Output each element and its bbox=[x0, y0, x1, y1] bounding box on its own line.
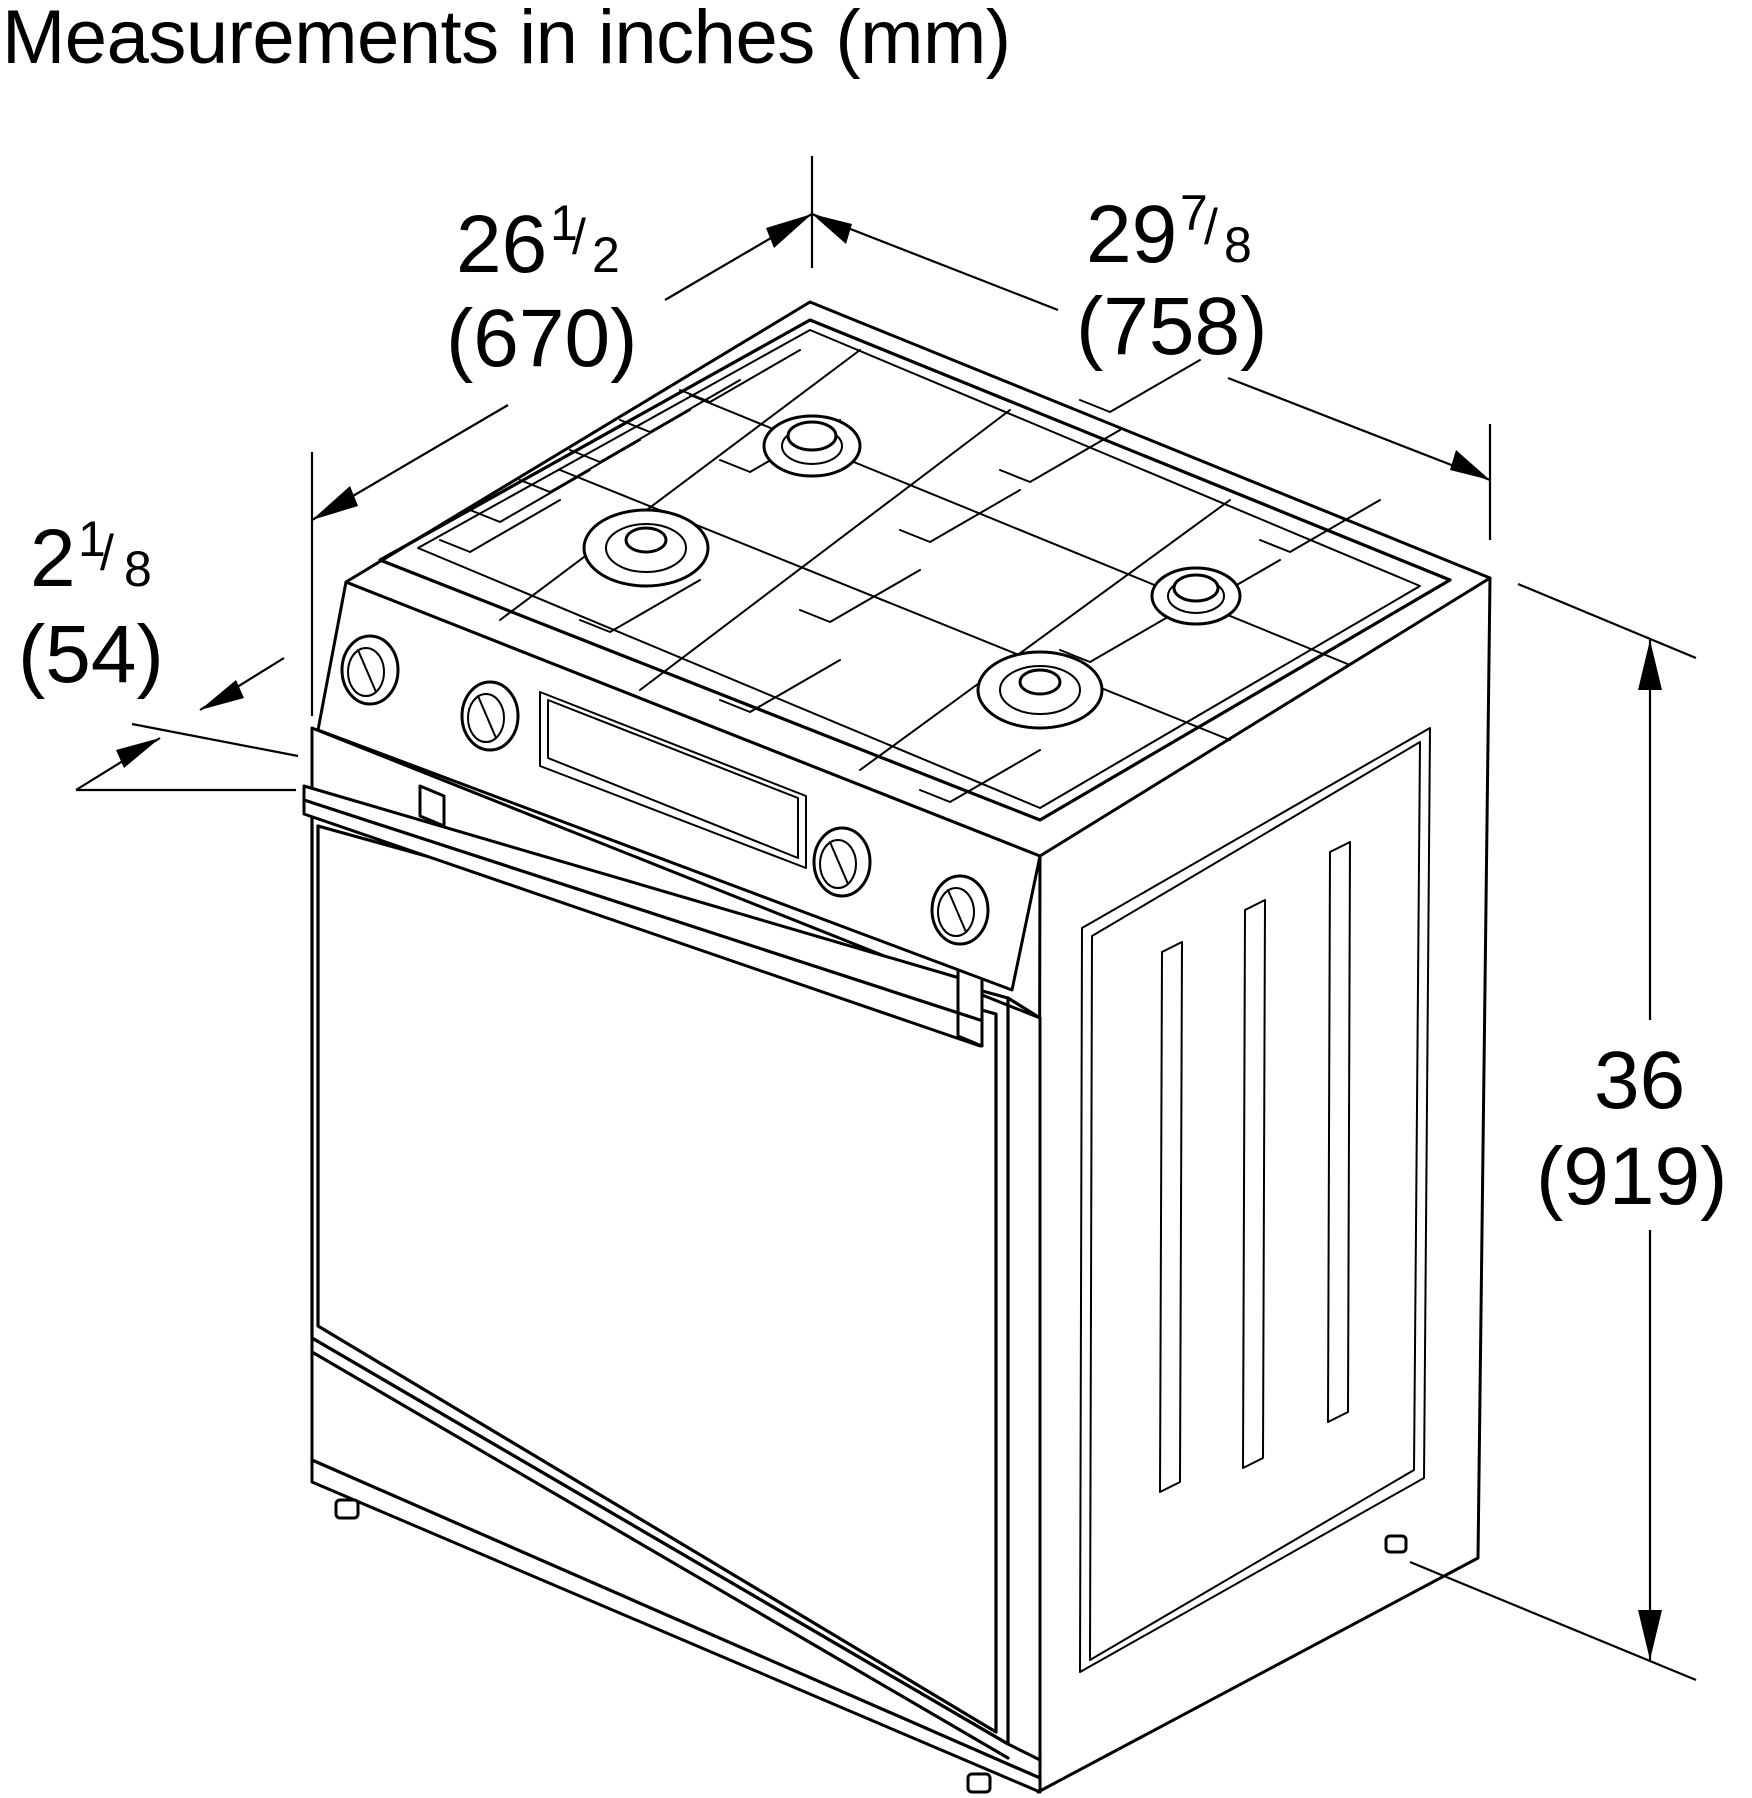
label-depth-slash: / bbox=[572, 209, 586, 265]
burner-back-left bbox=[762, 414, 862, 478]
burner-back-right bbox=[1150, 566, 1242, 626]
label-depth-whole: 26 bbox=[456, 199, 547, 290]
page-title: Measurements in inches (mm) bbox=[2, 0, 1011, 80]
dim-depth-arrow-left bbox=[312, 486, 358, 520]
dim-depth-line bbox=[310, 156, 814, 716]
control-display bbox=[539, 691, 807, 869]
label-width-mm: (758) bbox=[1076, 281, 1267, 372]
dim-width-line bbox=[811, 212, 1492, 540]
knob-3 bbox=[812, 826, 872, 898]
dim-offset-arrow-bottom bbox=[116, 738, 160, 768]
label-depth-mm: (670) bbox=[446, 293, 637, 384]
label-offset-mm: (54) bbox=[18, 609, 164, 700]
label-width-slash: / bbox=[1204, 199, 1218, 255]
cooktop bbox=[344, 300, 1492, 858]
label-width-num: 7 bbox=[1180, 185, 1208, 241]
label-depth: 26 1 / 2 (670) bbox=[446, 195, 637, 384]
label-depth-den: 2 bbox=[592, 227, 620, 283]
dim-width-arrow-left bbox=[812, 214, 852, 244]
label-height: 36 (919) bbox=[1536, 1035, 1727, 1222]
foot-back-right bbox=[1384, 1534, 1408, 1554]
foot-front-left bbox=[334, 1498, 360, 1520]
label-offset-whole: 2 bbox=[30, 513, 76, 604]
label-offset-slash: / bbox=[100, 525, 114, 581]
oven-door-handle bbox=[302, 784, 984, 1048]
label-depth-num: 1 bbox=[550, 195, 578, 251]
knob-4 bbox=[930, 874, 990, 946]
dim-depth-arrow-right bbox=[766, 214, 812, 248]
label-offset-den: 8 bbox=[124, 541, 152, 597]
control-knobs bbox=[340, 634, 990, 946]
label-height-whole: 36 bbox=[1594, 1035, 1685, 1126]
burner-front-right bbox=[976, 650, 1104, 730]
label-width-den: 8 bbox=[1224, 217, 1252, 273]
dim-height-arrow-top bbox=[1638, 640, 1662, 690]
knob-1 bbox=[340, 634, 400, 706]
label-door-offset: 2 1 / 8 (54) bbox=[18, 511, 164, 700]
foot-front-right bbox=[966, 1772, 992, 1794]
dim-door-offset-line bbox=[75, 657, 299, 792]
label-width: 29 7 / 8 (758) bbox=[1076, 185, 1267, 372]
label-width-whole: 29 bbox=[1086, 189, 1177, 280]
gas-range-icon bbox=[302, 300, 1492, 1794]
dim-height-line bbox=[1409, 582, 1697, 1682]
dim-width-arrow-right bbox=[1450, 450, 1490, 480]
burner-front-left bbox=[582, 508, 710, 588]
label-height-mm: (919) bbox=[1536, 1131, 1727, 1222]
label-offset-num: 1 bbox=[78, 511, 106, 567]
knob-2 bbox=[460, 680, 520, 752]
dim-offset-arrow-top bbox=[200, 680, 244, 710]
dim-height-arrow-bottom bbox=[1638, 1610, 1662, 1660]
